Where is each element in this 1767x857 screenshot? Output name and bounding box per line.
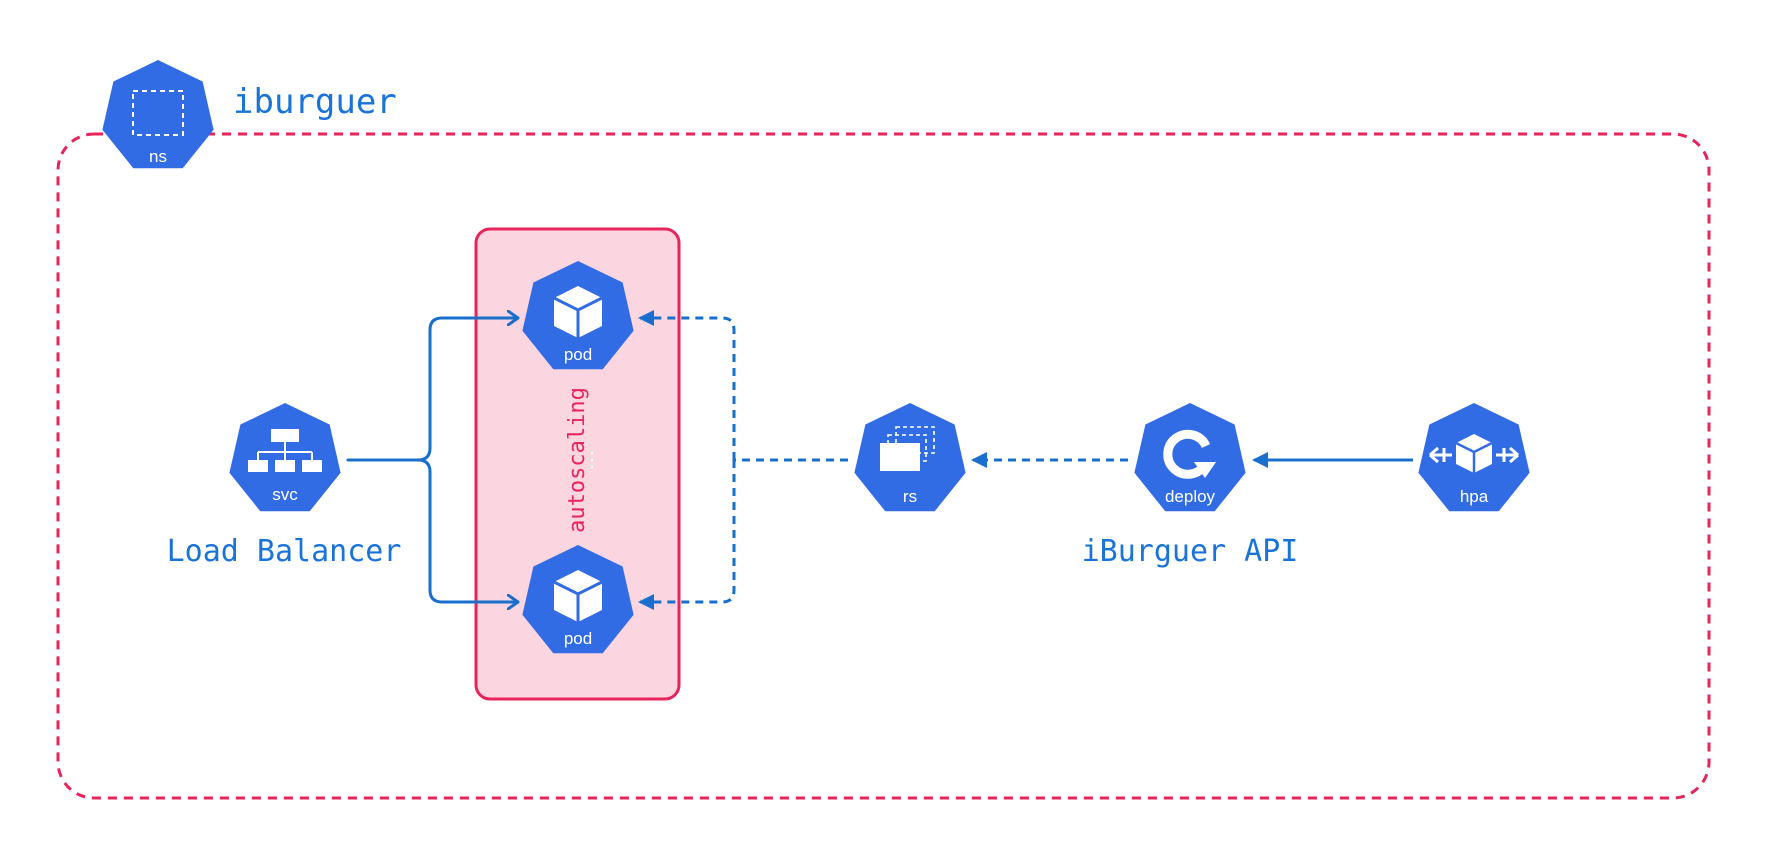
rs-icon: rs	[854, 403, 966, 512]
ns-icon: ns	[102, 60, 214, 169]
api-caption: iBurguer API	[1082, 534, 1299, 569]
pod-icon-bottom: pod	[522, 545, 634, 654]
autoscaling-ellipsis: ⋮	[582, 447, 602, 471]
hpa-icon-label: hpa	[1460, 487, 1489, 506]
hpa-icon: hpa	[1418, 403, 1530, 512]
autoscaling-caption: autoscaling	[565, 387, 590, 533]
svc-icon: svc	[229, 403, 341, 512]
deploy-icon-label: deploy	[1165, 487, 1216, 506]
svc-icon-label: svc	[272, 485, 298, 504]
load-balancer-caption: Load Balancer	[167, 534, 402, 569]
pod-icon-bottom-label: pod	[564, 629, 592, 648]
pod-icon-top: pod	[522, 261, 634, 370]
deploy-icon: deploy	[1134, 403, 1246, 512]
namespace-name: iburguer	[233, 82, 397, 122]
rs-to-pods-connector	[638, 310, 848, 610]
autoscaling-group	[474, 227, 681, 701]
svc-to-pods-connector	[346, 318, 520, 602]
rs-icon-label: rs	[903, 487, 917, 506]
ns-icon-label: ns	[149, 147, 167, 166]
pod-icon-top-label: pod	[564, 345, 592, 364]
namespace-boundary	[56, 132, 1711, 800]
